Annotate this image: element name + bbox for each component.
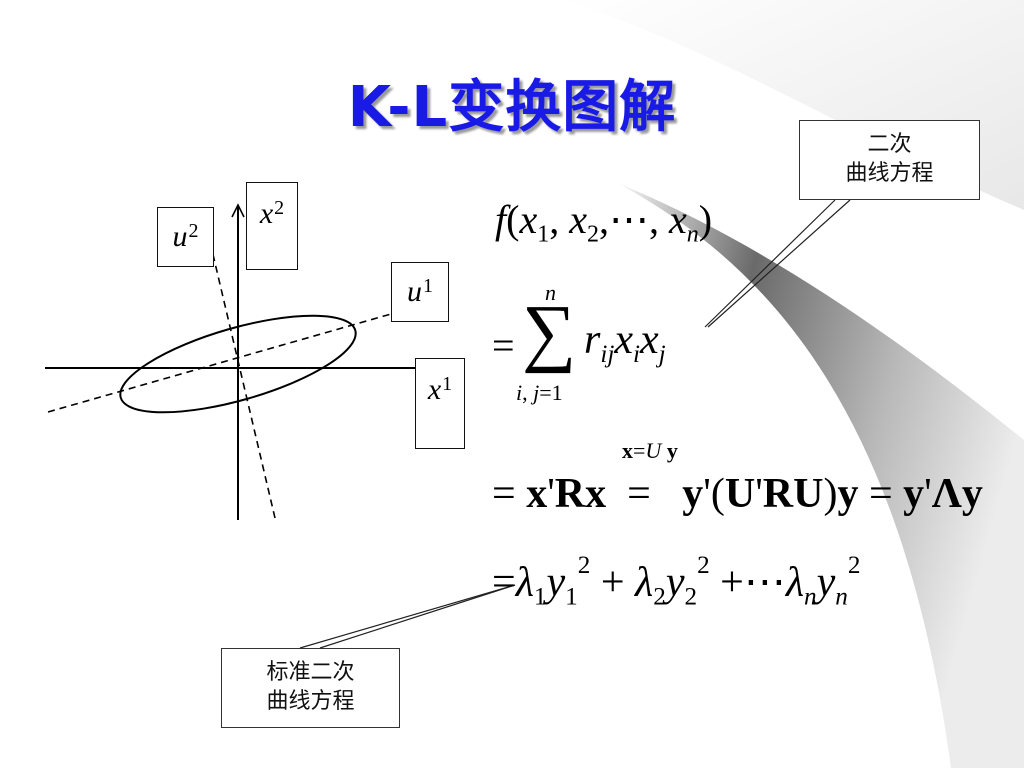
u1-label-sub: 1 xyxy=(423,275,433,297)
callout-top-pointer-line-2 xyxy=(707,199,851,328)
equation-standard-form: =λ1y12 + λ2y22 +⋯λnyn2 xyxy=(492,552,861,611)
u2-label-base: u xyxy=(172,220,188,253)
callout-standard-quadratic-curve-equation: 标准二次 曲线方程 xyxy=(221,648,400,728)
callout-top-pointer-line xyxy=(704,199,836,328)
callout-bottom-line2: 曲线方程 xyxy=(266,689,355,714)
equation-matrix-form: = x'Rx = y'(U'RU)y = y'Λy xyxy=(492,471,983,517)
x2-label-sub: 2 xyxy=(274,197,285,219)
slide-title: K-L变换图解 xyxy=(347,75,677,140)
callout-bottom-pointer-line-2 xyxy=(319,584,516,649)
data-ellipse xyxy=(119,314,357,414)
substitution-note: x=U y xyxy=(622,438,678,463)
x1-label-sub: 1 xyxy=(442,373,453,395)
x2-axis-arrowhead xyxy=(231,203,245,218)
u1-axis xyxy=(47,299,441,413)
equation-function-definition: f(x1, x2,⋯, xn) xyxy=(495,197,713,248)
u2-axis xyxy=(202,211,276,519)
callout-top-line2: 曲线方程 xyxy=(845,161,934,186)
callout-quadratic-curve-equation: 二次 曲线方程 xyxy=(799,120,980,200)
u1-label-base: u xyxy=(407,275,422,308)
u2-label-sub: 2 xyxy=(188,220,199,242)
callout-bottom-line1: 标准二次 xyxy=(266,660,355,686)
callout-bottom-pointer-line xyxy=(299,584,516,649)
x2-label-base: x xyxy=(259,197,274,230)
x1-label-base: x xyxy=(427,373,442,406)
callout-top-line1: 二次 xyxy=(867,132,912,158)
equation-summation: = n ∑ i, j=1 rijxixj xyxy=(492,280,666,405)
